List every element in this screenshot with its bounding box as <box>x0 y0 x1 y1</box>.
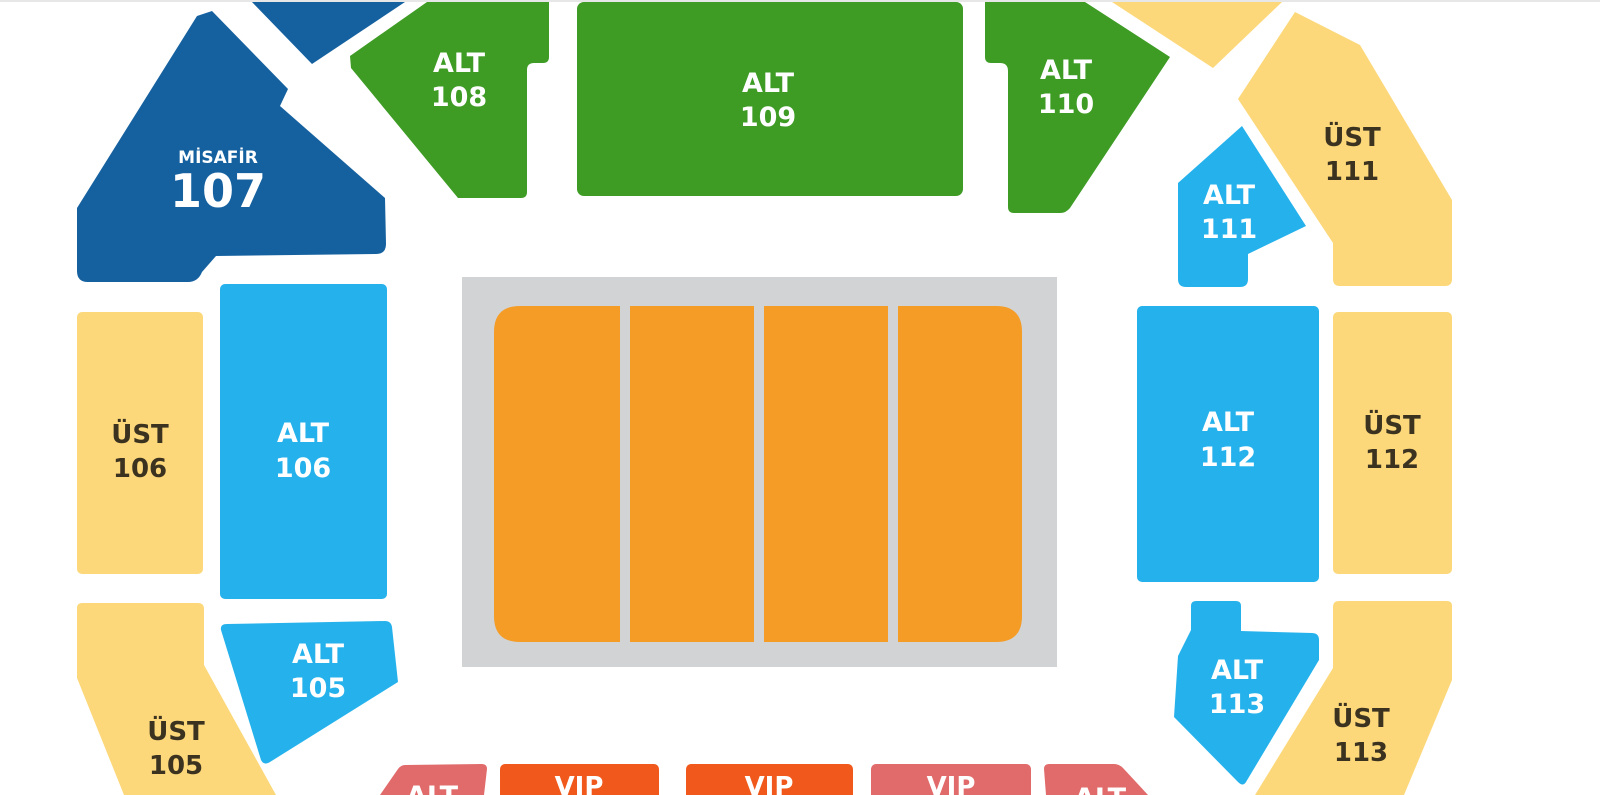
section-alt-105-label-top: ALT <box>292 639 345 670</box>
section-ust-106[interactable]: ÜST 106 <box>77 312 203 574</box>
section-alt-bottom-left-shape[interactable] <box>380 764 487 795</box>
section-alt-112-label-top: ALT <box>1202 407 1255 438</box>
section-ust-106-label-top: ÜST <box>111 417 169 450</box>
section-alt-bottom-right-shape[interactable] <box>1044 764 1148 795</box>
court-segment-2[interactable] <box>630 306 754 642</box>
section-ust-112[interactable]: ÜST 112 <box>1333 312 1452 574</box>
section-ust-113-shape[interactable] <box>1255 601 1452 795</box>
section-ust-113-label-top: ÜST <box>1332 701 1390 734</box>
section-alt-113-label-bottom: 113 <box>1209 689 1265 720</box>
section-ust-112-label-top: ÜST <box>1363 408 1421 441</box>
section-alt-bottom-left[interactable]: ALT <box>380 764 487 795</box>
section-alt-111-label-top: ALT <box>1203 180 1256 211</box>
section-alt-109[interactable]: ALT 109 <box>577 2 963 196</box>
section-vip-right-shape[interactable] <box>871 764 1031 795</box>
court-segment-1[interactable] <box>494 306 620 642</box>
section-misafir-107-number: 107 <box>170 164 266 218</box>
section-alt-bottom-right[interactable]: ALT <box>1044 764 1148 795</box>
section-misafir-107-prefix: MİSAFİR <box>178 146 258 168</box>
section-vip-right-label: VIP <box>927 772 976 795</box>
court-segment-3[interactable] <box>764 306 888 642</box>
section-alt-113-shape[interactable] <box>1174 601 1319 785</box>
section-ust-113[interactable]: ÜST 113 <box>1255 601 1452 795</box>
section-ust-111[interactable]: ÜST 111 <box>1238 12 1452 286</box>
section-ust-111-label-bottom: 111 <box>1325 157 1379 187</box>
section-top-left-partial[interactable] <box>252 2 405 64</box>
section-alt-108-label-top: ALT <box>433 48 486 79</box>
section-alt-110[interactable]: ALT 110 <box>985 2 1170 213</box>
section-vip-center-shape[interactable] <box>686 764 853 795</box>
section-alt-108[interactable]: ALT 108 <box>350 2 549 198</box>
section-alt-111-label-bottom: 111 <box>1201 214 1257 245</box>
section-alt-108-shape[interactable] <box>350 2 549 198</box>
section-misafir-107-shape[interactable] <box>77 11 386 282</box>
section-ust-105-label-top: ÜST <box>147 714 205 747</box>
section-alt-112-shape[interactable] <box>1137 306 1319 582</box>
court-segment-4[interactable] <box>898 306 1022 642</box>
section-misafir-107[interactable]: MİSAFİR 107 <box>77 11 386 282</box>
section-vip-left-shape[interactable] <box>500 764 659 795</box>
section-alt-109-label-bottom: 109 <box>740 102 796 133</box>
section-ust-112-shape[interactable] <box>1333 312 1452 574</box>
section-vip-center[interactable]: VIP <box>686 764 853 795</box>
section-vip-right[interactable]: VIP <box>871 764 1031 795</box>
section-alt-106-shape[interactable] <box>220 284 387 599</box>
section-ust-105-shape[interactable] <box>77 603 276 795</box>
section-vip-left[interactable]: VIP <box>500 764 659 795</box>
section-alt-106-label-top: ALT <box>277 418 330 449</box>
section-alt-110-label-bottom: 110 <box>1038 89 1094 120</box>
section-top-right-partial[interactable] <box>1112 2 1282 68</box>
section-vip-center-label: VIP <box>745 772 794 795</box>
section-alt-111-shape[interactable] <box>1178 126 1306 287</box>
section-alt-110-shape[interactable] <box>985 2 1170 213</box>
section-alt-bottom-right-label: ALT <box>1074 783 1127 795</box>
section-ust-106-shape[interactable] <box>77 312 203 574</box>
section-alt-108-label-bottom: 108 <box>431 82 487 113</box>
section-alt-112-label-bottom: 112 <box>1200 442 1256 473</box>
section-alt-109-shape[interactable] <box>577 2 963 196</box>
section-ust-105[interactable]: ÜST 105 <box>77 603 276 795</box>
section-ust-106-label-bottom: 106 <box>113 454 167 484</box>
section-ust-111-shape[interactable] <box>1238 12 1452 286</box>
section-ust-113-label-bottom: 113 <box>1334 738 1388 768</box>
section-ust-112-label-bottom: 112 <box>1365 445 1419 475</box>
section-alt-111[interactable]: ALT 111 <box>1178 126 1306 287</box>
section-alt-113-label-top: ALT <box>1211 655 1264 686</box>
section-alt-105-label-bottom: 105 <box>290 673 346 704</box>
section-alt-113[interactable]: ALT 113 <box>1174 601 1319 785</box>
section-alt-bottom-left-label: ALT <box>406 781 459 795</box>
court <box>462 277 1057 667</box>
section-alt-106[interactable]: ALT 106 <box>220 284 387 599</box>
section-alt-106-label-bottom: 106 <box>275 453 331 484</box>
top-divider <box>0 0 1600 2</box>
section-alt-109-label-top: ALT <box>742 68 795 99</box>
section-ust-111-label-top: ÜST <box>1323 120 1381 153</box>
section-alt-105-shape[interactable] <box>220 621 398 764</box>
section-alt-112[interactable]: ALT 112 <box>1137 306 1319 582</box>
section-vip-left-label: VIP <box>555 772 604 795</box>
section-ust-105-label-bottom: 105 <box>149 751 203 781</box>
section-alt-105[interactable]: ALT 105 <box>220 621 398 764</box>
section-alt-110-label-top: ALT <box>1040 55 1093 86</box>
